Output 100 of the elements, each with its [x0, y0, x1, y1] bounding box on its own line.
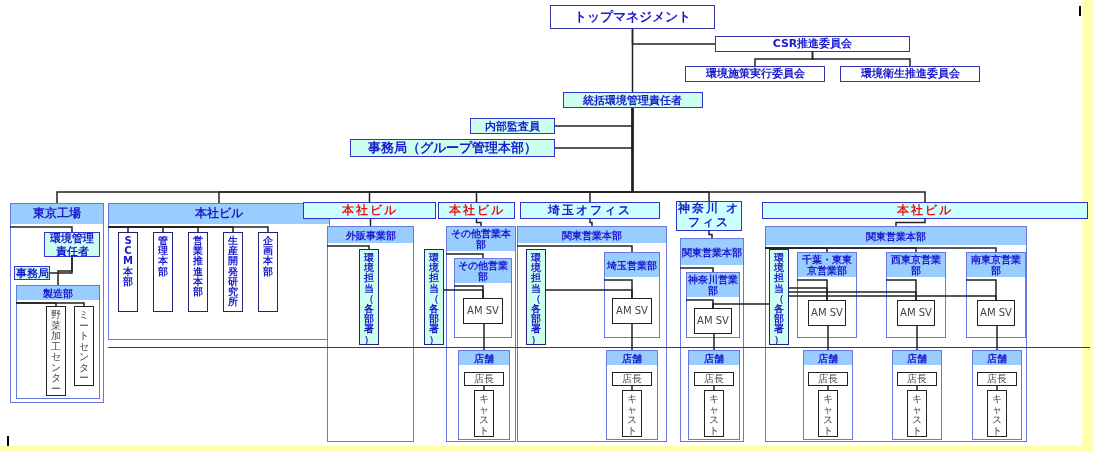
staff-box: キャスト: [907, 390, 927, 437]
committee-box: CSR推進委員会: [715, 36, 910, 52]
connector-line: [916, 325, 918, 351]
department-panel: [680, 238, 744, 442]
staff-box: 環境担当（各部署）: [526, 249, 546, 345]
section-header: 店舗: [804, 351, 852, 365]
department-panel: [803, 350, 853, 440]
section-header: 外販事業部: [328, 227, 413, 243]
department-box: 営業推進本部: [188, 232, 208, 312]
staff-box: 店長: [612, 372, 652, 386]
connector-line: [445, 253, 484, 259]
connector-line: [631, 107, 926, 203]
connector-line: [57, 256, 73, 286]
connector-line: [827, 385, 829, 391]
connector-line: [965, 279, 997, 301]
department-panel: [966, 252, 1026, 338]
department-panel: [10, 203, 104, 403]
connector-line: [885, 279, 917, 301]
staff-box: キャスト: [987, 390, 1007, 437]
department-panel: [688, 350, 740, 440]
connector-line: [483, 385, 485, 391]
department-panel: [886, 252, 946, 338]
staff-box: AM SV: [977, 300, 1015, 326]
department-panel: [327, 226, 414, 442]
connector-line: [631, 323, 633, 351]
staff-box: 野菜加工センター: [46, 306, 66, 396]
location-box: 本社ビル: [303, 202, 436, 219]
role-box: 事務局（グループ管理本部）: [350, 139, 555, 157]
staff-box: 店長: [464, 372, 504, 386]
department-panel: [972, 350, 1022, 440]
section-header: 埼玉営業部: [605, 253, 659, 277]
department-panel: [892, 350, 942, 440]
connector-line: [679, 267, 714, 273]
section-header: 店舗: [607, 351, 657, 365]
role-box: 事務局: [14, 266, 50, 280]
connector-line: [916, 385, 918, 391]
committee-box: トップマネジメント: [550, 5, 715, 29]
staff-box: 店長: [977, 372, 1017, 386]
location-box: 本社ビル: [438, 202, 515, 219]
connector-line: [589, 218, 593, 227]
connector-line: [603, 279, 633, 299]
staff-box: 店長: [694, 372, 734, 386]
section-header: 関東営業本部: [681, 239, 743, 265]
staff-box: AM SV: [694, 308, 732, 334]
connector-line: [811, 51, 911, 67]
staff-box: 環境担当（各部署）: [424, 249, 444, 345]
connector-line: [516, 245, 633, 253]
section-header: 千葉・東東京営業部: [798, 253, 856, 277]
connector-line: [708, 230, 713, 239]
staff-box: AM SV: [808, 300, 846, 326]
department-panel: [454, 258, 512, 338]
section-header: その他営業部: [455, 259, 511, 283]
connector-line: [15, 302, 85, 307]
staff-box: AM SV: [612, 298, 652, 324]
connector-line: [631, 385, 633, 391]
connector-line: [996, 385, 998, 391]
section-header: 店舗: [893, 351, 941, 365]
department-box: 管理本部: [153, 232, 173, 312]
department-panel: [517, 226, 667, 442]
department-panel: [686, 272, 740, 338]
location-box: 本社ビル: [762, 202, 1088, 219]
connector-line: [453, 285, 484, 299]
staff-box: 環境担当（各部署）: [359, 249, 379, 345]
connector-line: [712, 303, 770, 309]
connector-line: [827, 325, 829, 351]
connector-line: [796, 279, 828, 301]
connector-line: [483, 323, 485, 351]
connector-line: [369, 218, 372, 227]
location-box: 神奈川 オフィス: [676, 201, 742, 231]
section-header: 南東京営業部: [967, 253, 1025, 277]
department-box: 企画本部: [258, 232, 278, 312]
role-box: 内部監査員: [470, 118, 555, 134]
staff-box: キャスト: [622, 390, 642, 437]
staff-box: キャスト: [818, 390, 838, 437]
section-header: 本社ビル: [109, 204, 329, 224]
section-header: 製造部: [17, 286, 99, 300]
department-panel: [604, 252, 660, 338]
role-box: 環境管理責任者: [44, 232, 100, 257]
staff-box: キャスト: [704, 390, 724, 437]
department-panel: [606, 350, 658, 440]
staff-box: キャスト: [474, 390, 494, 437]
connector-line: [764, 247, 997, 253]
connector-line: [475, 218, 482, 227]
department-panel: [765, 226, 1027, 442]
connector-line: [107, 226, 269, 233]
staff-box: ミートセンター: [74, 306, 94, 386]
department-panel: [16, 285, 100, 399]
connector-line: [895, 218, 926, 227]
role-box: 統括環境管理責任者: [562, 92, 703, 108]
department-panel: [446, 226, 516, 442]
staff-box: 店長: [897, 372, 937, 386]
section-header: 神奈川営業部: [687, 273, 739, 297]
location-box: 埼玉オフィス: [520, 202, 660, 219]
staff-box: AM SV: [897, 300, 935, 326]
section-header: 店舗: [973, 351, 1021, 365]
department-panel: [797, 252, 857, 338]
department-box: 生産開発研究所: [223, 232, 243, 312]
connector-line: [713, 333, 715, 351]
connector-line: [9, 226, 73, 233]
committee-box: 環境施策実行委員会: [685, 66, 825, 82]
